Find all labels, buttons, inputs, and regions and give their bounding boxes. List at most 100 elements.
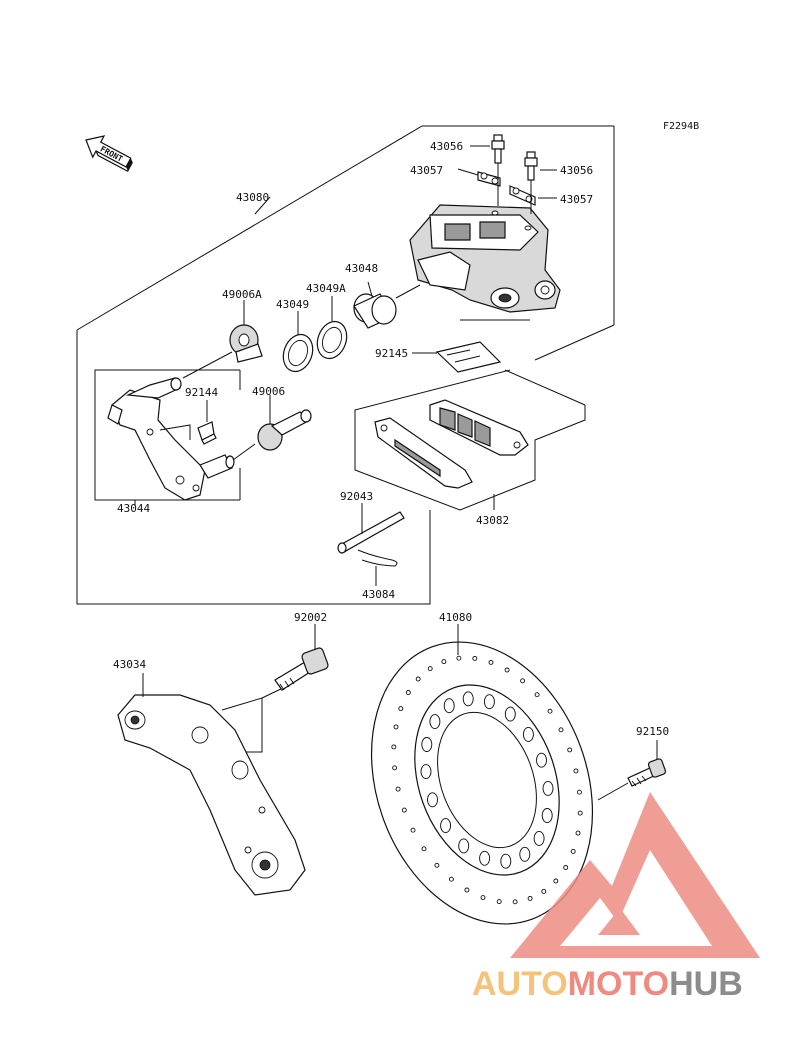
disc-slot-hole: [541, 808, 553, 823]
disc-slot-hole: [479, 850, 491, 866]
disc-mount-holes: [420, 691, 554, 869]
disc-slot-hole: [427, 792, 438, 808]
caliper-bracket: [107, 377, 235, 501]
part-label-43082: 43082: [476, 514, 509, 527]
caliper-body: [409, 204, 561, 313]
disc-drill-hole: [573, 768, 579, 774]
bleeder-screw-1: [491, 134, 505, 164]
seal-ring-43049a: [316, 320, 348, 360]
disc-drill-hole: [527, 895, 533, 901]
disc-drill-hole: [392, 765, 398, 771]
disc-slot-hole: [421, 737, 433, 752]
disc-slot-hole: [542, 780, 554, 796]
disc-slot-hole: [504, 706, 516, 722]
part-label-43080: 43080: [236, 191, 269, 204]
disc-drill-hole: [558, 727, 564, 733]
watermark-hub: HUB: [669, 965, 743, 1003]
disc-slot-hole: [429, 714, 441, 730]
disc-drill-hole: [415, 676, 421, 682]
boot-49006a: [229, 324, 263, 363]
disc-drill-hole: [456, 655, 462, 661]
disc-drill-hole: [434, 862, 440, 868]
disc-drill-hole: [488, 659, 494, 665]
part-label-49006a: 49006A: [222, 288, 262, 301]
part-label-43049: 43049: [276, 298, 309, 311]
disc-slot-hole: [522, 726, 534, 742]
disc-drill-holes: [391, 655, 583, 905]
watermark-moto: MOTO: [568, 965, 669, 1003]
bleeder-screw-2: [524, 151, 538, 181]
bleeder-cap-1: [477, 171, 501, 187]
watermark-auto: AUTO: [472, 965, 568, 1003]
part-label-92144: 92144: [185, 386, 218, 399]
disc-drill-hole: [553, 878, 559, 884]
seal-ring-43049: [282, 333, 314, 373]
part-label-43034: 43034: [113, 658, 146, 671]
disc-slot-hole: [440, 818, 452, 834]
disc-drill-hole: [496, 899, 502, 905]
disc-drill-hole: [512, 899, 518, 905]
disc-drill-hole: [464, 887, 470, 893]
part-label-43056-top: 43056: [430, 140, 463, 153]
disc-drill-hole: [401, 807, 407, 813]
disc-slot-hole: [519, 846, 531, 862]
pin-r-clip: [357, 549, 398, 567]
disc-slot-hole: [483, 694, 495, 710]
part-label-43049a: 43049A: [306, 282, 346, 295]
disc-drill-hole: [576, 789, 582, 795]
part-label-43056-right: 43056: [560, 164, 593, 177]
pad-spring: [435, 341, 502, 373]
disc-slot-hole: [533, 830, 545, 846]
disc-drill-hole: [441, 659, 447, 665]
figure-code: F2294B: [663, 121, 699, 132]
part-label-92043: 92043: [340, 490, 373, 503]
disc-drill-hole: [541, 888, 547, 894]
disc-slot-hole: [458, 838, 470, 854]
front-arrow-icon: FRONT: [85, 135, 133, 173]
disc-drill-hole: [421, 846, 427, 852]
disc-drill-hole: [575, 830, 581, 836]
disc-drill-hole: [534, 692, 540, 698]
part-label-92150: 92150: [636, 725, 669, 738]
caliper-assembly-outline: [76, 125, 615, 605]
boot-49006: [257, 409, 312, 451]
bleeder-cap-2: [509, 185, 536, 206]
part-label-43084: 43084: [362, 588, 395, 601]
watermark-logo-icon: [510, 792, 760, 958]
disc-drill-hole: [520, 678, 526, 684]
caliper-mount-bracket: [117, 694, 306, 896]
disc-drill-hole: [570, 848, 576, 854]
part-label-92002: 92002: [294, 611, 327, 624]
disc-drill-hole: [427, 666, 433, 672]
disc-slot-hole: [500, 853, 512, 869]
pad-pin: [337, 511, 405, 554]
disc-slot-hole: [462, 691, 474, 707]
pad-spring-clip: [197, 421, 217, 445]
part-label-43044: 43044: [117, 502, 150, 515]
disc-drill-hole: [391, 744, 397, 750]
brake-pad-inner: [374, 417, 473, 489]
part-label-43048: 43048: [345, 262, 378, 275]
disc-drill-hole: [448, 876, 454, 882]
disc-drill-hole: [405, 690, 411, 695]
disc-drill-hole: [504, 667, 510, 673]
part-label-49006: 49006: [252, 385, 285, 398]
brake-disc: [370, 641, 594, 925]
disc-slot-hole: [536, 752, 547, 768]
part-label-43057-right: 43057: [560, 193, 593, 206]
brake-pad-outer: [429, 399, 529, 456]
piston: [353, 293, 397, 329]
disc-drill-hole: [567, 747, 573, 753]
disc-drill-hole: [395, 786, 401, 792]
caliper-bolt: [274, 647, 329, 691]
disc-bolt: [627, 758, 667, 787]
disc-drill-hole: [410, 827, 416, 833]
part-label-92145: 92145: [375, 347, 408, 360]
disc-drill-hole: [563, 865, 569, 870]
part-label-41080: 41080: [439, 611, 472, 624]
part-label-43057-left: 43057: [410, 164, 443, 177]
disc-slot-hole: [420, 764, 432, 780]
disc-drill-hole: [398, 706, 404, 712]
